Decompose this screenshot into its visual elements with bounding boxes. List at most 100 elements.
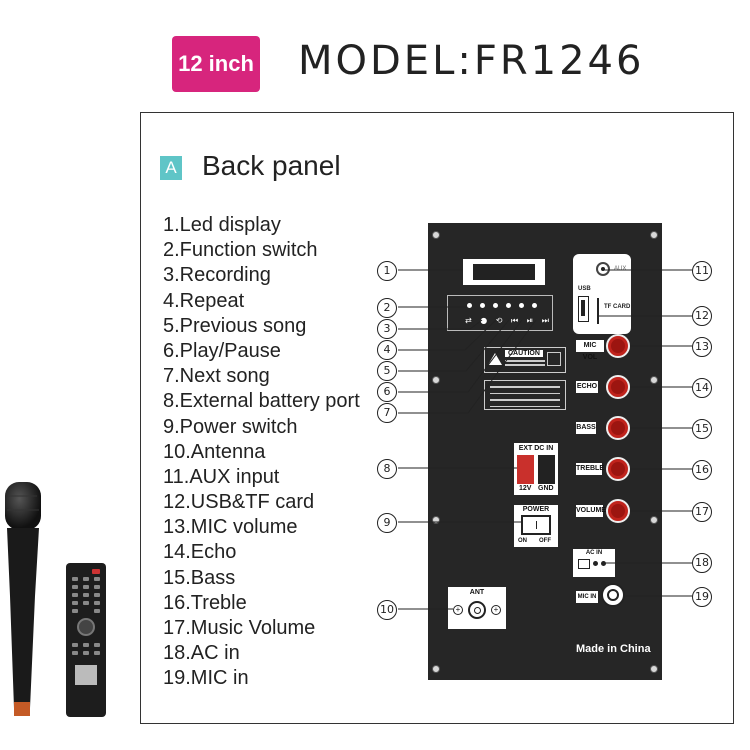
mic-in-label: MIC IN: [576, 591, 598, 603]
screw-icon: +: [453, 605, 463, 615]
led-indicator: [532, 303, 537, 308]
callout-5: 5: [377, 361, 397, 381]
section-badge: A: [160, 156, 182, 180]
legend-item: 5.Previous song: [163, 314, 307, 337]
fuse-icon: [578, 559, 590, 569]
callout-4: 4: [377, 340, 397, 360]
legend-item: 12.USB&TF card: [163, 491, 315, 514]
treble-knob: [606, 457, 630, 481]
parts-legend: 1.Led display 2.Function switch 3.Record…: [163, 213, 360, 692]
screw-icon: [650, 516, 658, 524]
screw-icon: [650, 665, 658, 673]
callout-9: 9: [377, 513, 397, 533]
led-indicator: [480, 303, 485, 308]
knob-label: ECHO: [576, 381, 598, 393]
power-switch: POWER ON OFF: [514, 505, 558, 547]
screw-icon: [650, 376, 658, 384]
rocker-switch-icon: [521, 515, 551, 535]
legend-item: 9.Power switch: [163, 415, 298, 438]
legend-item: 1.Led display: [163, 214, 281, 236]
ac-in-title: AC IN: [585, 550, 603, 556]
caution-title: CAUTION: [505, 350, 543, 357]
music-volume-knob: [606, 499, 630, 523]
tf-card-label: TF CARD: [604, 304, 631, 310]
callout-3: 3: [377, 319, 397, 339]
callout-8: 8: [377, 459, 397, 479]
legend-item: 18.AC in: [163, 642, 240, 665]
legend-item: 2.Function switch: [163, 239, 318, 262]
callout-18: 18: [692, 553, 712, 573]
usb-port-icon: [578, 296, 589, 322]
positive-terminal-icon: [517, 455, 534, 484]
callout-6: 6: [377, 382, 397, 402]
service-warning-label: [484, 380, 566, 410]
callout-16: 16: [692, 460, 712, 480]
size-badge: 12 inch: [172, 36, 260, 92]
callout-7: 7: [377, 403, 397, 423]
led-indicator: [519, 303, 524, 308]
callout-12: 12: [692, 306, 712, 326]
legend-item: 14.Echo: [163, 541, 237, 564]
terminal-label: 12V: [519, 485, 532, 492]
power-on-label: ON: [518, 538, 527, 544]
legend-item: 6.Play/Pause: [163, 339, 281, 362]
legend-item: 16.Treble: [163, 591, 247, 614]
screw-icon: [432, 665, 440, 673]
callout-17: 17: [692, 502, 712, 522]
power-off-label: OFF: [539, 538, 551, 544]
content-frame: [140, 112, 734, 724]
remote-control-image: [66, 563, 106, 717]
legend-item: 11.AUX input: [163, 465, 280, 488]
echo-knob: [606, 375, 630, 399]
mic-volume-knob: [606, 334, 630, 358]
knob-label: TREBLE: [576, 463, 604, 475]
legend-item: 17.Music Volume: [163, 617, 316, 639]
caution-label: CAUTION: [484, 347, 566, 373]
control-icons: ⇄ ● ⟲ ⏮ ⏯ ⏭: [465, 316, 552, 325]
antenna-title: ANT: [469, 589, 485, 596]
negative-terminal-icon: [538, 455, 555, 484]
made-in-label: Made in China: [576, 643, 651, 655]
screw-icon: [650, 231, 658, 239]
callout-14: 14: [692, 378, 712, 398]
warning-triangle-icon: [488, 353, 502, 365]
antenna-port: ANT + +: [448, 587, 506, 629]
callout-19: 19: [692, 587, 712, 607]
legend-item: 4.Repeat: [163, 289, 245, 312]
led-indicator: [493, 303, 498, 308]
model-title: MODEL:FR1246: [298, 38, 645, 84]
knob-label: BASS: [576, 422, 596, 434]
led-display: [463, 259, 545, 285]
callout-1: 1: [377, 261, 397, 281]
legend-item: 15.Bass: [163, 566, 236, 589]
ext-dc-port: EXT DC IN 12V GND: [514, 443, 558, 495]
callout-2: 2: [377, 298, 397, 318]
mic-jack-icon: [601, 583, 625, 607]
legend-item: 3.Recording: [163, 264, 271, 287]
legend-item: 13.MIC volume: [163, 516, 298, 539]
callout-11: 11: [692, 261, 712, 281]
aux-jack-icon: [596, 262, 610, 276]
legend-item: 7.Next song: [163, 365, 270, 388]
shock-icon: [547, 352, 561, 366]
callout-10: 10: [377, 600, 397, 620]
legend-item: 19.MIC in: [163, 667, 249, 690]
bass-knob: [606, 416, 630, 440]
antenna-connector-icon: [468, 601, 486, 619]
terminal-label: GND: [538, 485, 554, 492]
screw-icon: [432, 516, 440, 524]
usb-label: USB: [578, 286, 591, 292]
tf-slot-icon: [597, 298, 599, 324]
knob-label: MIC VOL: [576, 340, 604, 361]
screw-icon: [432, 376, 440, 384]
callout-13: 13: [692, 337, 712, 357]
legend-item: 10.Antenna: [163, 440, 266, 463]
screw-icon: [432, 231, 440, 239]
ac-socket-icon: [593, 561, 598, 566]
legend-item: 8.External battery port: [163, 390, 360, 413]
screw-icon: +: [491, 605, 501, 615]
callout-15: 15: [692, 419, 712, 439]
section-title: Back panel: [202, 150, 341, 181]
led-indicator: [506, 303, 511, 308]
